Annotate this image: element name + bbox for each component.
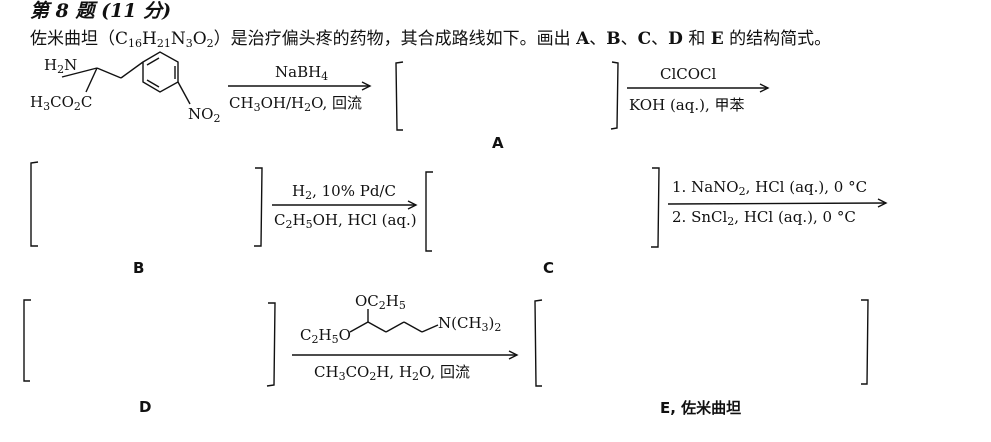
bracket-c-left	[425, 171, 433, 252]
reaction-arrow-4	[667, 202, 887, 205]
formula: C16H21N3O2	[115, 29, 214, 50]
acetal-reagent-skeleton	[349, 309, 439, 333]
reagent-ethoxy-left: C2H5O	[300, 326, 351, 346]
step2-conditions: KOH (aq.), 甲苯	[629, 96, 745, 114]
reagent-dimethylamino: N(CH3)2	[438, 314, 502, 334]
label-b: B	[133, 259, 145, 277]
drug-name: 佐米曲坦	[30, 29, 98, 49]
starting-material-skeleton	[61, 51, 191, 105]
amine-group: H2N	[44, 56, 78, 76]
bracket-a-right	[610, 61, 619, 130]
bracket-e-left	[534, 299, 543, 387]
bracket-d-right	[266, 302, 276, 387]
reaction-arrow-4-head	[877, 198, 888, 208]
step3-reagent: H2, 10% Pd/C	[292, 182, 396, 202]
label-c: C	[543, 259, 555, 277]
bracket-d-left	[23, 299, 31, 382]
bracket-a-left	[395, 61, 404, 131]
question-text-a: 是治疗偏头疼的药物，其合成路线如下。画出	[230, 29, 577, 49]
question-points: (11 分)	[101, 0, 172, 22]
ester-group: H3CO2C	[30, 93, 93, 113]
step4-reagent-1: 1. NaNO2, HCl (aq.), 0 °C	[672, 178, 868, 198]
step4-reagent-2: 2. SnCl2, HCl (aq.), 0 °C	[672, 208, 856, 228]
question-header: 第 8 题 (11 分)	[30, 0, 171, 23]
reagent-ethoxy-top: OC2H5	[355, 292, 406, 312]
step3-conditions: C2H5OH, HCl (aq.)	[274, 211, 417, 231]
bracket-c-right	[651, 167, 660, 248]
bracket-b-left	[30, 161, 39, 247]
question-number: 第 8 题	[30, 0, 95, 22]
reaction-arrow-3-head	[407, 200, 418, 210]
nitro-group: NO2	[188, 105, 221, 125]
bracket-e-right	[861, 299, 869, 385]
question-text: 佐米曲坦（C16H21N3O2）是治疗偏头疼的药物，其合成路线如下。画出 A、B…	[30, 29, 832, 50]
step1-reagent: NaBH4	[275, 63, 329, 83]
bracket-b-right	[254, 167, 263, 247]
label-e: E, 佐米曲坦	[660, 399, 742, 417]
step2-reagent: ClCOCl	[660, 65, 717, 83]
step1-conditions: CH3OH/H2O, 回流	[229, 94, 363, 114]
reaction-arrow-5-head	[508, 350, 519, 360]
label-d: D	[139, 398, 152, 416]
reaction-arrow-2-head	[759, 83, 770, 93]
label-a: A	[492, 134, 504, 152]
question-text-b: 的结构简式。	[723, 29, 832, 49]
reaction-arrow-1-head	[361, 81, 372, 91]
step5-conditions: CH3CO2H, H2O, 回流	[314, 363, 471, 383]
